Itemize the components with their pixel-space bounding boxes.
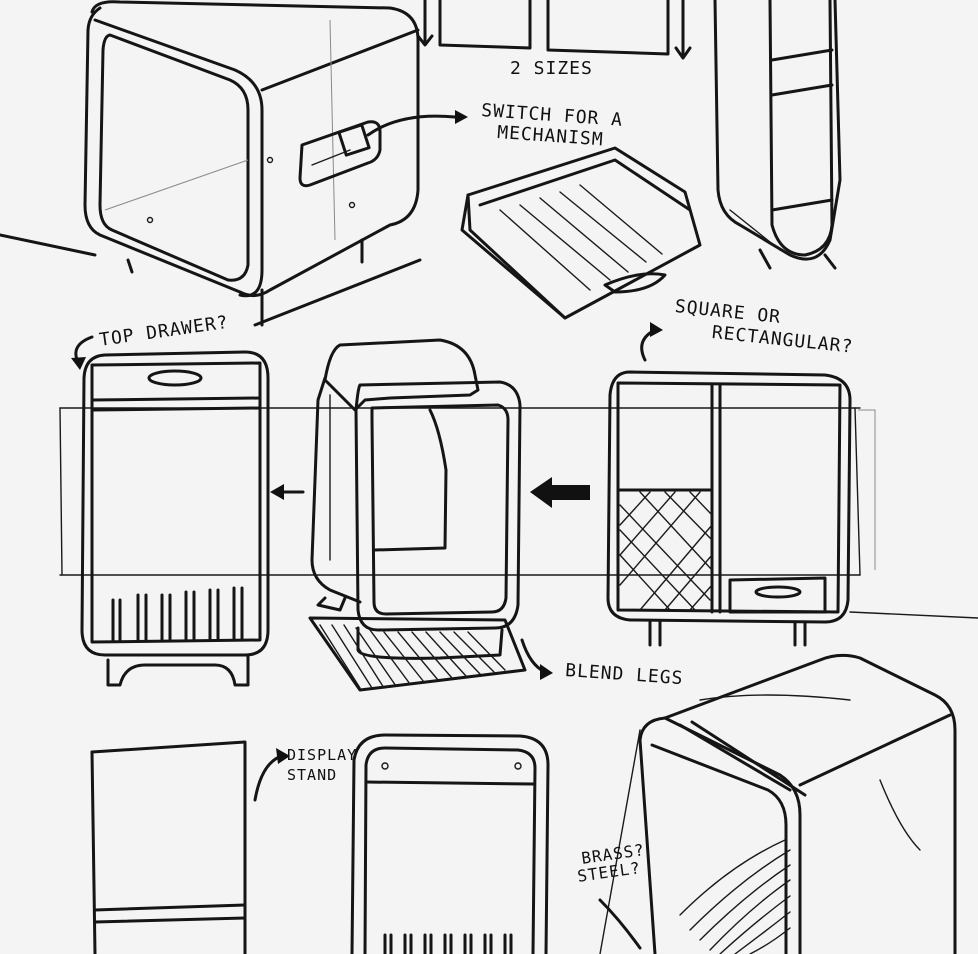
two-size-panels — [416, 0, 692, 60]
label-two-sizes: 2 SIZES — [510, 58, 593, 79]
label-stand: STAND — [287, 766, 338, 784]
top-drawer-arrow-head — [71, 357, 86, 370]
floor-lines-top-left — [0, 233, 422, 327]
display-stand-sketch — [90, 740, 247, 954]
brass-steel-arrow — [598, 898, 642, 950]
left-arrow-small — [270, 484, 305, 500]
label-display: DISPLAY — [287, 746, 358, 764]
square-arrow-head — [650, 322, 663, 337]
top-drawer-cabinet-sketch — [80, 350, 270, 687]
background-band — [59, 407, 876, 576]
tall-shelf-sketch — [713, 0, 842, 270]
square-cabinet-sketch — [606, 370, 978, 647]
switch-arrow-head — [455, 110, 468, 124]
tray-mechanism-sketch — [460, 146, 702, 320]
blend-legs-arrow-head — [540, 664, 553, 680]
display-stand-arrow-head — [276, 748, 290, 764]
bottom-cabinet-sketch — [350, 733, 550, 954]
cabinet-with-switch-sketch — [83, 0, 420, 327]
center-cabinet-sketch — [308, 338, 527, 692]
large-cabinet-sketch — [599, 653, 957, 954]
switch-arrow — [366, 114, 457, 137]
left-arrow-bold — [530, 477, 590, 508]
